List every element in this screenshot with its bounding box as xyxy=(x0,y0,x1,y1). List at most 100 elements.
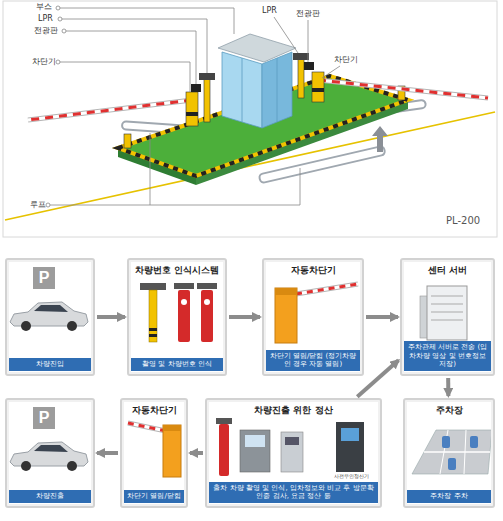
kiosk-screen xyxy=(341,428,359,441)
flow-arrow xyxy=(229,315,260,319)
lpr-camera xyxy=(140,283,166,290)
flow-step-box: 주차장주차장 주차 xyxy=(403,398,495,508)
step-caption: 차단기 열림/닫힘 xyxy=(124,490,184,503)
barrier-arm xyxy=(318,80,488,98)
flow-step-box: 차량번호 인식시스템촬영 및 차량번호 인식 xyxy=(127,258,227,376)
barrier-arm xyxy=(28,100,192,120)
sign-board xyxy=(191,84,201,92)
step-caption: 출차 차량 촬영 및 인식, 입차정보와 비교 후 방문확인증 검사, 요금 정… xyxy=(209,482,378,504)
car-body xyxy=(10,442,88,466)
leader-dot xyxy=(56,6,60,10)
illustration-frame xyxy=(3,1,497,237)
barrier-cabinet xyxy=(163,425,181,477)
booth-front xyxy=(222,52,262,128)
settlement-device xyxy=(245,435,265,447)
leader-line xyxy=(322,66,340,78)
parking-line xyxy=(424,451,490,453)
part-label: PL-200 xyxy=(446,216,480,226)
flow-arrow xyxy=(190,451,203,455)
parking-lot xyxy=(412,430,492,474)
lpr-camera xyxy=(197,283,217,289)
lpr-camera xyxy=(199,73,215,80)
flow-step-box: 자동차단기차단기 열림/닫힘 (정기차량인 경우 자동 열림) xyxy=(262,258,364,376)
flow-step-box: 자동차단기차단기 열림/닫힘 xyxy=(120,398,188,508)
recognition-pole xyxy=(204,299,210,305)
leader-dot xyxy=(56,60,60,64)
part-label: 부스 xyxy=(36,3,52,11)
lpr-pole xyxy=(149,334,157,337)
server-slot xyxy=(431,320,463,321)
parked-car xyxy=(442,436,450,448)
barrier-arm xyxy=(318,80,488,98)
leader-line xyxy=(58,8,234,34)
flow-arrow xyxy=(97,451,118,455)
flow-step-box: 센터 서버주차관제 서버로 전송 (입차차량 영상 및 번호정보 저장) xyxy=(400,258,495,376)
parking-sign: P xyxy=(33,267,55,289)
server-slot xyxy=(431,312,463,313)
step-caption: 차량진입 xyxy=(9,358,91,371)
car-wheel xyxy=(67,321,77,331)
leader-dot xyxy=(58,17,62,21)
kiosk xyxy=(336,422,364,472)
barrier-arm xyxy=(296,284,358,294)
step-title: 주차장 xyxy=(407,405,491,416)
part-label: 차단기 xyxy=(32,58,56,66)
recognition-pole xyxy=(219,424,229,476)
server-slot xyxy=(431,296,463,297)
car-image xyxy=(10,302,88,331)
server-slot xyxy=(431,304,463,305)
barrier-arm xyxy=(128,423,166,431)
step-title: 자동차단기 xyxy=(124,405,184,416)
barrier-post xyxy=(186,112,198,116)
sign-board xyxy=(304,62,314,70)
leader-dot xyxy=(62,29,66,33)
step-caption: 촬영 및 차량번호 인식 xyxy=(131,358,223,371)
bollard xyxy=(124,134,131,148)
part-label: 전광판 xyxy=(34,27,58,35)
recognition-pole xyxy=(178,290,190,342)
ticket-machine xyxy=(281,432,303,472)
leader-line xyxy=(274,17,298,53)
barrier-arm xyxy=(296,284,358,294)
lpr-pole xyxy=(204,78,210,122)
step-caption: 차단기 열림/닫힘 (정기차량인 경우 자동 열림) xyxy=(266,350,360,372)
barrier-arm xyxy=(28,100,192,120)
parked-car xyxy=(448,458,456,470)
barrier-post xyxy=(312,88,324,92)
car-body xyxy=(10,302,88,326)
booth-frame xyxy=(242,58,243,122)
barrier-cabinet xyxy=(275,288,297,295)
flow-step-box: P 차량진입 xyxy=(5,258,95,376)
booth-side xyxy=(262,52,292,128)
car-image xyxy=(10,442,88,471)
barrier-cabinet xyxy=(163,425,181,431)
part-label: 루프 xyxy=(30,201,46,209)
parking-line xyxy=(464,430,466,474)
part-label: LPR xyxy=(262,7,277,15)
step-caption: 주차장 주차 xyxy=(407,490,491,503)
part-label: 차단기 xyxy=(334,56,358,64)
barrier-arm xyxy=(318,80,488,98)
barrier-arm xyxy=(28,100,192,120)
lpr-pole xyxy=(298,58,304,98)
flow-arrow xyxy=(446,378,450,396)
flow-step-box: 차량진출 위한 정산출차 차량 촬영 및 인식, 입차정보와 비교 후 방문확인… xyxy=(205,398,382,508)
lpr-camera xyxy=(293,53,309,60)
car-window xyxy=(34,445,68,452)
flow-arrow xyxy=(97,315,125,319)
barrier-cabinet xyxy=(275,288,297,343)
car-wheel xyxy=(67,461,77,471)
lpr-camera xyxy=(216,418,232,424)
barrier-post xyxy=(312,72,324,102)
parked-car xyxy=(470,436,478,448)
booth-frame xyxy=(277,58,278,122)
recognition-pole xyxy=(201,290,213,342)
server-rack xyxy=(427,286,467,340)
leader-line xyxy=(64,31,196,84)
car-wheel xyxy=(21,321,31,331)
